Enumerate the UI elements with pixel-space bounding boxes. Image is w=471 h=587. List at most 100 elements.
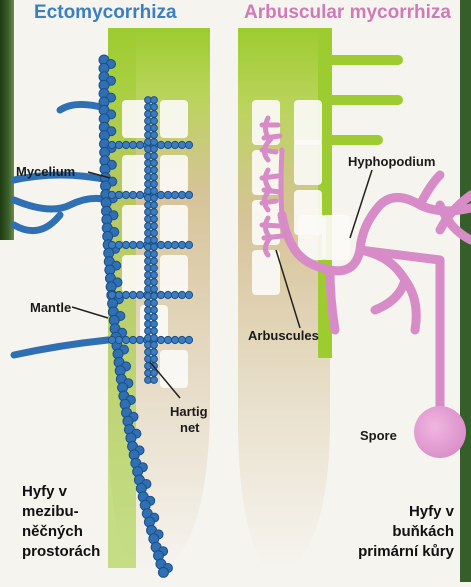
hartig-bead [151, 328, 158, 335]
forest-photo-strip [0, 0, 14, 240]
hartig-bead [151, 132, 158, 139]
hartig-bead [151, 125, 158, 132]
hartig-bead [164, 241, 171, 248]
hartig-bead [129, 141, 136, 148]
hartig-bead [151, 209, 158, 216]
title-ectomycorrhiza: Ectomycorrhiza [34, 0, 177, 26]
hartig-bead [164, 291, 171, 298]
root-cell [322, 215, 350, 260]
hartig-bead [115, 241, 122, 248]
hartig-bead [171, 191, 178, 198]
caption-left-line: Hyfy v [22, 482, 100, 502]
label-arbuscules: Arbuscules [248, 328, 319, 343]
root-cell [252, 250, 280, 295]
hartig-bead [108, 141, 115, 148]
hartig-bead [151, 202, 158, 209]
hartig-bead [151, 265, 158, 272]
hartig-bead [171, 291, 178, 298]
hartig-bead [151, 181, 158, 188]
hartig-bead [171, 241, 178, 248]
hartig-bead [151, 286, 158, 293]
label-mantle: Mantle [30, 300, 71, 315]
hartig-bead [122, 141, 129, 148]
root-cell [160, 255, 188, 293]
hartig-bead [151, 251, 158, 258]
arbuscule-trunk [281, 150, 282, 215]
mantle-bead [158, 567, 168, 577]
hartig-bead [151, 216, 158, 223]
caption-right-line: primární kůry [312, 542, 454, 562]
hartig-bead [136, 191, 143, 198]
hartig-bead [185, 291, 192, 298]
hartig-bead [151, 195, 158, 202]
hartig-bead [108, 336, 115, 343]
hartig-bead [136, 241, 143, 248]
hartig-bead [151, 153, 158, 160]
hartig-bead [151, 342, 158, 349]
hartig-bead [129, 241, 136, 248]
hartig-bead [151, 279, 158, 286]
hartig-bead [151, 223, 158, 230]
hartig-bead [151, 104, 158, 111]
hartig-bead [157, 291, 164, 298]
root-cell [160, 155, 188, 193]
root-cell [160, 100, 188, 138]
label-spore: Spore [360, 428, 397, 443]
caption-right: Hyfy v buňkách primární kůry [312, 502, 454, 562]
hartig-bead [185, 241, 192, 248]
hartig-bead [178, 336, 185, 343]
hartig-bead [122, 191, 129, 198]
hartig-bead [171, 141, 178, 148]
hartig-bead [157, 141, 164, 148]
hartig-bead [151, 97, 158, 104]
root-cell [294, 140, 322, 185]
caption-left-line: mezibu- [22, 502, 100, 522]
hartig-bead [151, 167, 158, 174]
root-cell [160, 350, 188, 388]
hartig-bead [151, 307, 158, 314]
hartig-bead [151, 314, 158, 321]
hartig-bead [151, 356, 158, 363]
caption-right-line: buňkách [312, 522, 454, 542]
hartig-bead [185, 191, 192, 198]
hartig-bead [115, 141, 122, 148]
caption-right-line: Hyfy v [312, 502, 454, 522]
hartig-bead [115, 291, 122, 298]
hartig-bead [185, 141, 192, 148]
hartig-bead [122, 336, 129, 343]
hartig-bead [151, 188, 158, 195]
label-hyphopodium: Hyphopodium [348, 154, 435, 169]
hartig-bead [122, 241, 129, 248]
hartig-bead [164, 336, 171, 343]
hartig-bead [115, 191, 122, 198]
hartig-bead [151, 111, 158, 118]
hartig-bead [136, 291, 143, 298]
caption-left-line: něčných [22, 522, 100, 542]
title-arbuscular-mycorrhiza: Arbuscular mycorrhiza [244, 0, 451, 26]
caption-left-line: prostorách [22, 542, 100, 562]
hartig-bead [136, 141, 143, 148]
hartig-bead [157, 241, 164, 248]
hartig-bead [136, 336, 143, 343]
hartig-bead [178, 241, 185, 248]
hartig-bead [108, 191, 115, 198]
hartig-bead [171, 336, 178, 343]
hartig-bead [151, 146, 158, 153]
hartig-bead [157, 191, 164, 198]
root-cell [294, 100, 322, 145]
hartig-bead [178, 291, 185, 298]
hartig-bead [151, 230, 158, 237]
hartig-bead [151, 293, 158, 300]
hartig-bead [178, 141, 185, 148]
spore-body [414, 406, 466, 458]
hartig-bead [151, 244, 158, 251]
hartig-bead [164, 141, 171, 148]
hartig-bead [151, 349, 158, 356]
hartig-bead [108, 291, 115, 298]
hartig-bead [151, 335, 158, 342]
hartig-bead [151, 258, 158, 265]
hartig-bead [157, 336, 164, 343]
hartig-bead [151, 174, 158, 181]
label-mycelium: Mycelium [16, 164, 75, 179]
